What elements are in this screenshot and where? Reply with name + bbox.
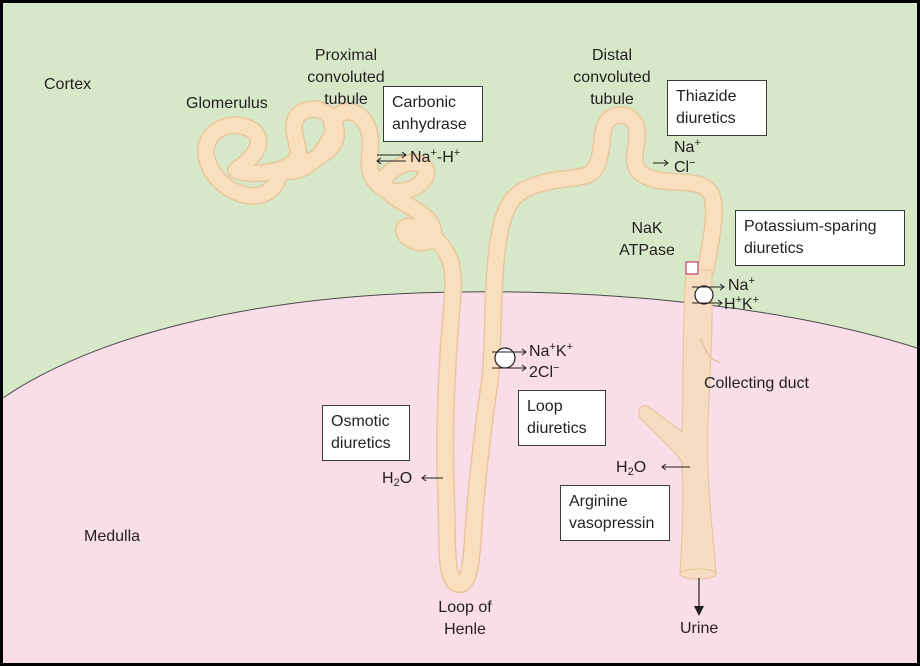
vasopressin-line-2: vasopressin xyxy=(569,515,655,532)
thiazide-box: Thiazide diuretics xyxy=(667,80,767,136)
exchange-arrow-left xyxy=(376,157,406,165)
thiazide-line-2: diuretics xyxy=(676,110,736,127)
osmotic-line-1: Osmotic xyxy=(331,413,390,430)
na-h-exchange-label: Na+-H+ xyxy=(410,147,461,167)
medulla-label: Medulla xyxy=(84,528,141,545)
nephron-tube xyxy=(196,100,723,593)
thiazide-line-1: Thiazide xyxy=(676,88,737,105)
thiazide-cl-label: Cl− xyxy=(674,157,696,177)
duct-branch xyxy=(699,337,721,363)
distal-line-2: convoluted xyxy=(573,69,651,86)
henle-line-2: Henle xyxy=(444,621,486,638)
loop-of-henle-label: Loop of Henle xyxy=(420,597,510,641)
nak-line-2: ATPase xyxy=(619,242,675,259)
loop-2cl-label: 2Cl− xyxy=(529,362,560,382)
urine-label: Urine xyxy=(680,620,719,637)
distal-line-1: Distal xyxy=(591,47,632,64)
carbonic-anhydrase-box: Carbonic anhydrase xyxy=(383,86,483,142)
hk-arrow xyxy=(692,299,723,307)
proximal-line-2: convoluted xyxy=(307,69,385,86)
exchange-arrow-right xyxy=(377,151,407,159)
carbonic-line-2: anhydrase xyxy=(392,116,467,133)
enac-na-label: Na+ xyxy=(728,275,755,295)
distal-line-3: tubule xyxy=(590,91,634,108)
duct-water-label: H2O xyxy=(616,459,647,478)
potassium-sparing-box: Potassium-sparing diuretics xyxy=(735,210,905,266)
enac-channel xyxy=(694,285,714,305)
nak-atpase-label: NaK ATPase xyxy=(612,218,682,262)
osmotic-line-2: diuretics xyxy=(331,435,391,452)
osmotic-diuretics-box: Osmotic diuretics xyxy=(322,405,410,461)
cortex-label: Cortex xyxy=(44,76,92,93)
carbonic-line-1: Carbonic xyxy=(392,94,457,111)
vasopressin-box: Arginine vasopressin xyxy=(560,485,670,541)
water-arrow-duct xyxy=(661,463,690,471)
henle-line-1: Loop of xyxy=(438,599,492,616)
cl-arrow xyxy=(492,364,527,372)
nkcc2-transporter xyxy=(494,347,516,369)
proximal-line-1: Proximal xyxy=(314,47,378,64)
thiazide-na-label: Na+ xyxy=(674,137,701,157)
nak-arrow xyxy=(492,348,527,356)
duct-outlet xyxy=(679,568,717,580)
collecting-duct-shape xyxy=(638,269,717,575)
tubule-path xyxy=(198,101,722,592)
proximal-tubule-label: Proximal convoluted tubule xyxy=(296,45,396,111)
nak-line-1: NaK xyxy=(631,220,663,237)
loop-nak-label: Na+K+ xyxy=(529,341,573,361)
glomerulus-label: Glomerulus xyxy=(186,95,268,112)
distal-tubule-label: Distal convoluted tubule xyxy=(562,45,662,111)
loop-line-2: diuretics xyxy=(527,420,587,437)
nak-atpase-pump xyxy=(685,261,699,275)
henle-water-label: H2O xyxy=(382,470,413,489)
thiazide-arrow xyxy=(653,159,669,167)
collecting-duct-label: Collecting duct xyxy=(704,375,809,392)
proximal-line-3: tubule xyxy=(324,91,368,108)
na-in-arrow xyxy=(692,283,725,291)
urine-arrowhead xyxy=(694,606,704,616)
potassium-line-1: Potassium-sparing xyxy=(744,218,877,235)
arrows xyxy=(376,151,725,482)
loop-diuretics-box: Loop diuretics xyxy=(518,390,606,446)
vasopressin-line-1: Arginine xyxy=(569,493,628,510)
loop-line-1: Loop xyxy=(527,398,563,415)
potassium-line-2: diuretics xyxy=(744,240,804,257)
hk-label: H+K+ xyxy=(724,294,760,314)
water-arrow-henle xyxy=(421,474,443,482)
